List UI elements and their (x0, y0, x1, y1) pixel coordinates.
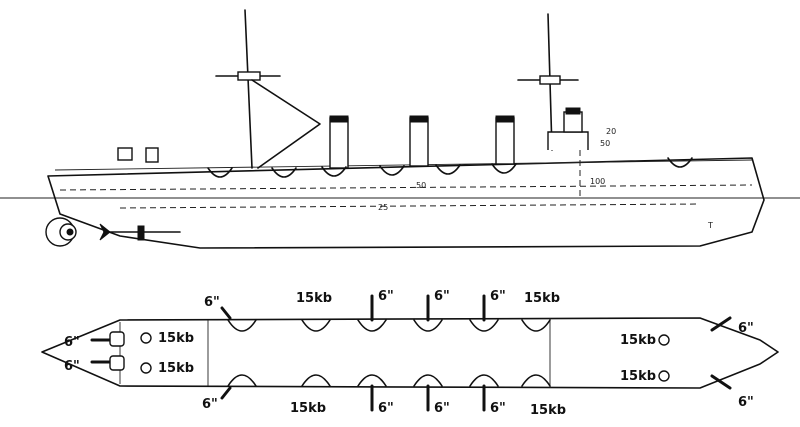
armor-label: 20 (606, 127, 616, 136)
funnel-cap (409, 115, 429, 123)
deck-outline (41, 317, 779, 389)
gun-mount (658, 370, 670, 382)
gun-label: 15kb (290, 401, 326, 416)
derrick (251, 79, 321, 169)
gun-label: 15kb (530, 403, 566, 418)
funnel-cap (495, 115, 515, 123)
gun-label: 6" (64, 335, 80, 350)
funnel-group (329, 115, 515, 169)
gun-barrels (90, 294, 732, 412)
armor-belt-line (59, 184, 753, 191)
gun-label: 15kb (524, 291, 560, 306)
deck-house (145, 147, 159, 163)
gun-label: 6" (434, 401, 450, 416)
gun-label: 15kb (296, 291, 332, 306)
armor-label: 25 (378, 203, 388, 212)
propeller-icon (45, 217, 181, 247)
funnel (495, 117, 515, 165)
armor-label: 50 (600, 139, 610, 148)
gun-label: 6" (490, 401, 506, 416)
profile-view: 20 50 100 50 25 T (0, 9, 800, 249)
armor-label: 50 (416, 181, 426, 190)
funnel-cap (329, 115, 349, 123)
gun-label: 6" (490, 289, 506, 304)
tower-cap (565, 107, 581, 115)
gun-mount (140, 332, 152, 344)
conning-tower (563, 111, 583, 133)
deck-house (117, 147, 133, 161)
hull-outline (47, 157, 765, 249)
gun-mount (109, 331, 125, 347)
fore-mast (244, 9, 253, 169)
gun-label: 15kb (620, 369, 656, 384)
gun-label: 6" (378, 289, 394, 304)
plan-view: 6" 6" 6" 6" 6" 6" 6" 6" 6" 6" 6" 6" 15kb… (41, 289, 779, 418)
gun-mount (109, 355, 125, 371)
armor-label: 100 (590, 177, 605, 186)
gun-label: 6" (202, 397, 218, 412)
casemate-row-top (227, 319, 551, 332)
gun-label: 6" (378, 401, 394, 416)
gun-label: 6" (738, 395, 754, 410)
superstructure (547, 131, 589, 150)
gun-mount (658, 334, 670, 346)
armor-label: T (707, 221, 713, 230)
gun-label: 15kb (158, 331, 194, 346)
gun-label: 6" (204, 295, 220, 310)
fore-top (237, 71, 261, 81)
gun-mount (140, 362, 152, 374)
armor-deck-line (119, 203, 701, 209)
gun-label: 6" (434, 289, 450, 304)
main-top (539, 75, 561, 85)
deck-line (54, 159, 753, 171)
gun-label: 15kb (158, 361, 194, 376)
gun-label: 6" (738, 321, 754, 336)
funnel (329, 117, 349, 169)
gun-label: 15kb (620, 333, 656, 348)
casemate-row (207, 157, 693, 178)
gun-label: 6" (64, 359, 80, 374)
funnel (409, 117, 429, 167)
casemate-row-bottom (227, 374, 551, 387)
